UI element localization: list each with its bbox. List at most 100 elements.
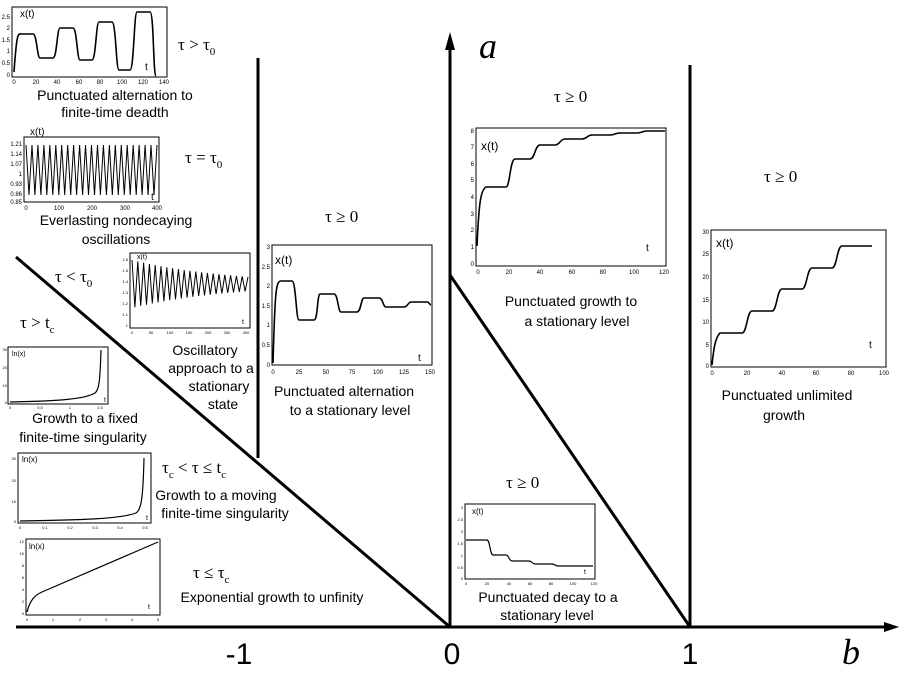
- xtick: 0.2: [67, 525, 73, 530]
- plot-yticks: 12 10 8 6 4 2 0: [20, 539, 25, 616]
- region-everlasting: x(t) t 1.21 1.14 1.07 1 0.93 0.86 0.85 0…: [10, 127, 222, 247]
- ytick: 1: [19, 172, 23, 178]
- ytick: 1.2: [122, 301, 128, 306]
- condition: τ ≥ 0: [764, 167, 797, 186]
- boundary-diagonal-left: [15, 255, 451, 629]
- ytick: 20: [702, 275, 709, 281]
- ytick: 2.5: [457, 517, 463, 522]
- caption-line: stationary: [189, 378, 250, 394]
- caption-line: Exponential growth to unfinity: [181, 589, 364, 605]
- ytick: 1: [7, 49, 11, 55]
- xtick: 400: [152, 206, 163, 212]
- xtick: 1.5: [97, 405, 103, 410]
- plot-unlimited: x(t) t 30 25 20 15 10 5 0 0 20 40 60 80 …: [702, 229, 890, 377]
- ytick: 1.5: [457, 541, 463, 546]
- ytick: 1.5: [262, 304, 271, 310]
- plot-ylabel: x(t): [481, 139, 498, 153]
- plot-frame: [25, 538, 161, 616]
- xtick: 40: [54, 80, 61, 86]
- xtick: 0.5: [142, 525, 148, 530]
- xtick: 20: [33, 80, 40, 86]
- xtick: 100: [54, 206, 65, 212]
- condition: τ ≥ 0: [325, 207, 358, 226]
- caption-line: Growth to a moving: [155, 487, 276, 503]
- ytick: 10: [12, 499, 17, 504]
- condition: τ = τ0: [185, 148, 223, 171]
- ytick: 2: [22, 599, 25, 604]
- caption-line: Punctuated unlimited: [722, 387, 853, 403]
- plot-fixed-singularity: ln(x) t 30 20 10 0 0 0.5 1 1.5: [3, 346, 109, 410]
- condition: τ ≥ 0: [506, 473, 539, 492]
- xtick: 40: [537, 270, 544, 276]
- plot-xlabel: t: [151, 192, 154, 203]
- xtick: 0.3: [92, 525, 98, 530]
- plot-frame: [464, 503, 596, 580]
- plot-frame: [271, 244, 433, 366]
- plot-xticks: 0 100 200 300 400: [24, 206, 162, 212]
- xtick: 100: [167, 330, 174, 335]
- plot-yticks: 30 25 20 15 10 5 0: [702, 230, 709, 370]
- xtick: 100: [879, 371, 890, 377]
- ytick: 2: [7, 26, 11, 32]
- xtick: 25: [296, 370, 303, 376]
- xtick: 140: [159, 80, 170, 86]
- plot-xticks: 0 50 100 150 200 250 300: [131, 330, 250, 335]
- ytick: 10: [702, 320, 709, 326]
- plot-curve: [466, 539, 593, 567]
- condition: τ ≤ τc: [193, 563, 230, 586]
- region-fixed-singularity: ln(x) t 30 20 10 0 0 0.5 1 1.5 Growth to…: [3, 313, 147, 445]
- plot-xticks: 0 20 40 60 80 100 120: [465, 581, 598, 586]
- xtick: 100: [629, 270, 640, 276]
- ytick: 3: [471, 212, 475, 218]
- region-moving-singularity: ln(x) t 30 20 10 0 0 0.1 0.2 0.3 0.4 0.5…: [12, 452, 289, 530]
- ytick: 2: [471, 228, 475, 234]
- xtick: 80: [600, 270, 607, 276]
- plot-xlabel: t: [145, 62, 148, 73]
- xtick: 50: [323, 370, 330, 376]
- caption-line: oscillations: [82, 231, 150, 247]
- plot-frame: [475, 127, 667, 267]
- plot-everlasting: x(t) t 1.21 1.14 1.07 1 0.93 0.86 0.85 0…: [10, 127, 162, 212]
- plot-ylabel: ln(x): [12, 351, 26, 358]
- ytick: 3: [267, 245, 271, 251]
- caption-line: finite-time deadth: [61, 104, 168, 120]
- ytick: 10: [20, 551, 25, 556]
- ytick: 1: [126, 323, 129, 328]
- ytick: 10: [3, 383, 8, 388]
- ytick: 2.5: [2, 15, 11, 21]
- caption-line: Punctuated decay to a: [478, 589, 618, 605]
- xtick: 0: [12, 80, 16, 86]
- xtick: 50: [149, 330, 154, 335]
- plot-curve: [26, 541, 159, 613]
- ytick: 6: [22, 575, 25, 580]
- caption-line: approach to a: [168, 360, 254, 376]
- xtick: 200: [87, 206, 98, 212]
- ytick: 1.21: [10, 142, 22, 148]
- ytick: 0.85: [10, 200, 22, 206]
- xtick: 20: [485, 581, 490, 586]
- plot-curve: [13, 11, 157, 77]
- xtick: 0: [271, 370, 275, 376]
- ytick: 1.5: [122, 268, 128, 273]
- xtick: 4: [131, 617, 134, 622]
- ytick: 4: [22, 587, 25, 592]
- b-axis-label: b: [842, 632, 860, 672]
- xtick: 3: [105, 617, 108, 622]
- ytick: 0: [14, 519, 17, 524]
- xtick: 1: [52, 617, 55, 622]
- region-decay-stationary: x(t) t 3 2.5 2 1.5 1 0.5 0 0 20 40 60 80…: [457, 473, 617, 623]
- ytick: 0.5: [457, 565, 463, 570]
- ytick: 8: [471, 129, 475, 135]
- plot-curve: [476, 130, 665, 247]
- plot-yticks: 3 2.5 2 1.5 1 0.5 0: [262, 245, 271, 369]
- ytick: 1: [471, 245, 475, 251]
- plot-ylabel: x(t): [472, 507, 484, 516]
- xtick: 20: [506, 270, 513, 276]
- plot-ylabel: ln(x): [29, 542, 45, 551]
- plot-xticks: 0 0.1 0.2 0.3 0.4 0.5: [19, 525, 149, 530]
- ytick: 7: [471, 145, 475, 151]
- xtick: 40: [507, 581, 512, 586]
- caption-line: Punctuated alternation: [274, 383, 414, 399]
- ytick: 0: [5, 400, 8, 405]
- ytick: 20: [12, 478, 17, 483]
